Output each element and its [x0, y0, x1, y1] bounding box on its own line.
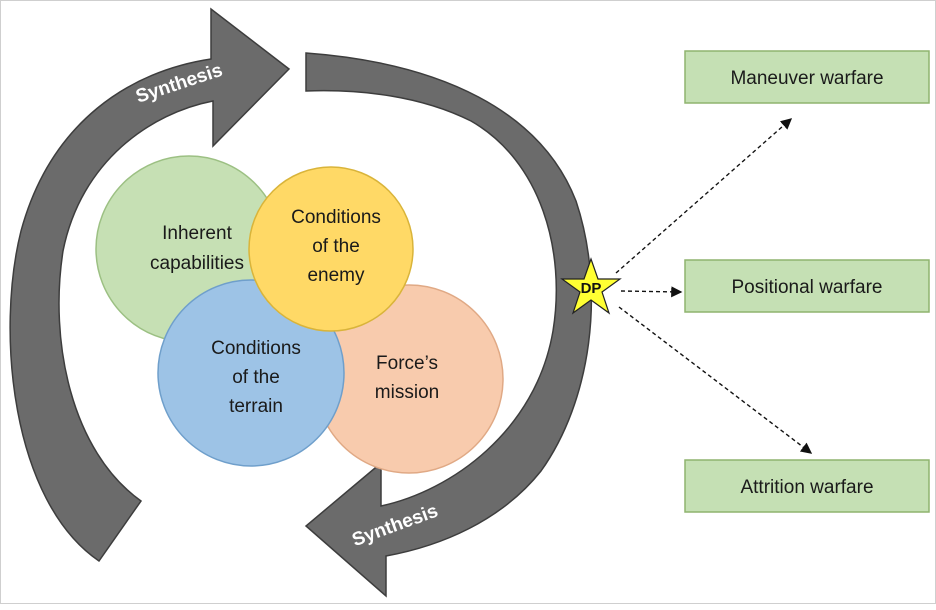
- connector-attrition: [618, 306, 813, 454]
- decision-point-label: DP: [581, 280, 602, 297]
- inherent-line2: capabilities: [150, 253, 244, 274]
- terrain-line2: of the: [232, 367, 280, 388]
- enemy-circle: [248, 166, 414, 332]
- connector-positional: [620, 286, 683, 298]
- synthesis-arrow-top: [9, 7, 291, 563]
- positional-warfare-label: Positional warfare: [731, 277, 882, 298]
- connector-maneuver: [615, 118, 793, 274]
- enemy-line1: Conditions: [291, 207, 381, 228]
- maneuver-warfare-box: [684, 50, 930, 104]
- positional-warfare-box: [684, 259, 930, 313]
- enemy-line2: of the: [312, 236, 360, 257]
- attrition-warfare-label: Attrition warfare: [740, 477, 873, 498]
- terrain-line1: Conditions: [211, 338, 301, 359]
- decision-point-star: [560, 257, 622, 315]
- attrition-warfare-box: [684, 459, 930, 513]
- synthesis-arrow-bottom: [304, 52, 593, 598]
- maneuver-warfare-label: Maneuver warfare: [730, 68, 883, 89]
- mission-line2: mission: [375, 382, 439, 403]
- terrain-line3: terrain: [229, 396, 283, 417]
- enemy-line3: enemy: [307, 265, 365, 286]
- terrain-circle: [157, 279, 345, 467]
- mission-line1: Force’s: [376, 353, 438, 374]
- inherent-line1: Inherent: [162, 223, 232, 244]
